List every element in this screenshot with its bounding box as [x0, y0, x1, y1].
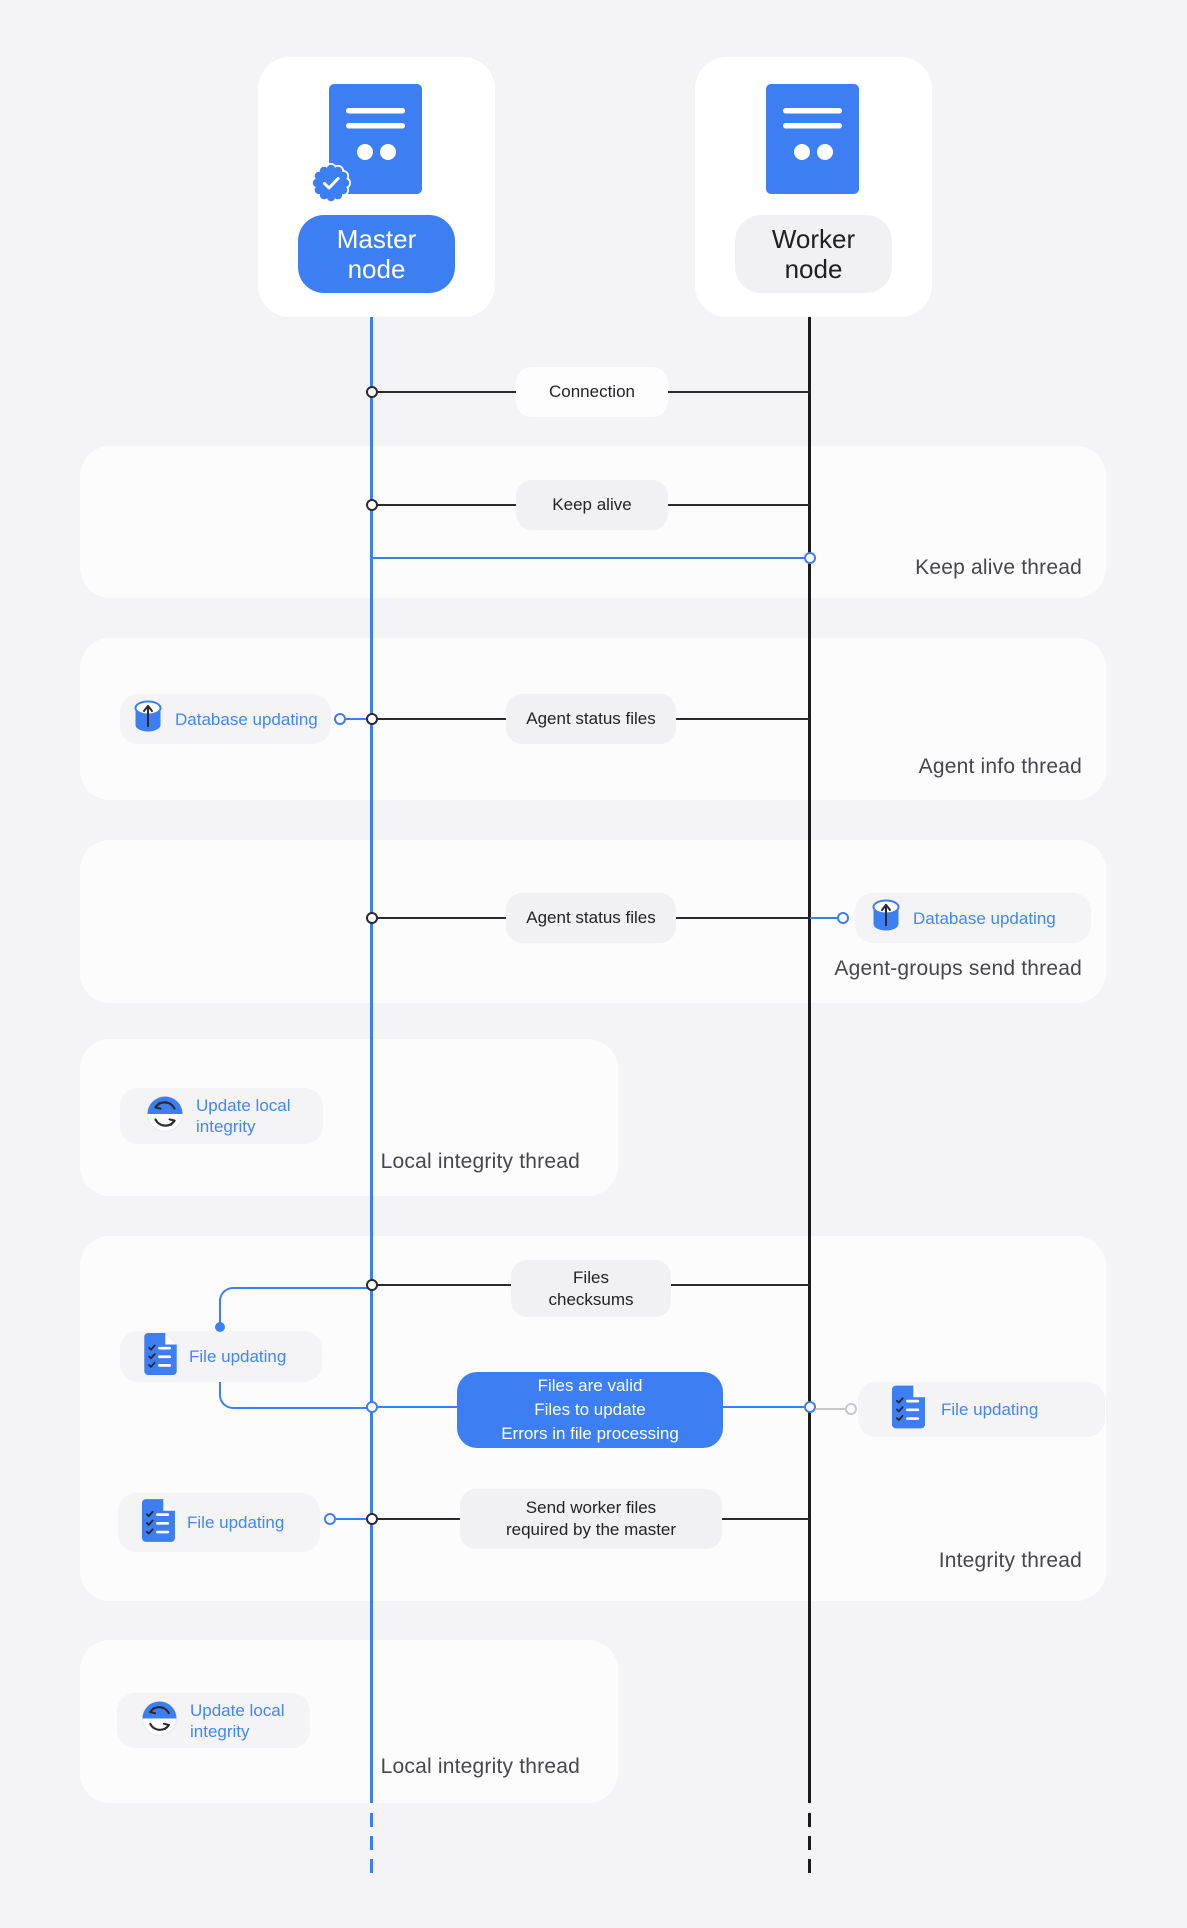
- file-updating-elbow-up: [219, 1287, 375, 1330]
- file-updating-elbow-down: [219, 1381, 375, 1409]
- verified-seal-icon: [311, 163, 351, 208]
- sync-icon: [146, 1095, 184, 1138]
- master-lifeline-dashed-end: [370, 1813, 373, 1875]
- agent-status-files-1-origin-circle: [366, 713, 378, 725]
- file-updating-chip-1: File updating: [120, 1331, 322, 1382]
- send-worker-files-pill: Send worker files required by the master: [460, 1489, 722, 1549]
- db-chip-connector-master: [346, 718, 372, 720]
- worker-node-card: Worker node: [695, 57, 932, 317]
- agent-status-files-2-origin-circle: [366, 912, 378, 924]
- worker-node-label: Worker node: [735, 215, 892, 293]
- file-check-icon: [892, 1385, 925, 1434]
- database-chip-circle-worker: [837, 912, 849, 924]
- database-updating-chip-master: Database updating: [120, 694, 331, 744]
- thread-label-agent-info: Agent info thread: [918, 755, 1082, 778]
- worker-lifeline: [808, 317, 811, 1803]
- master-node-label: Master node: [298, 215, 455, 293]
- document-icon: [766, 84, 859, 199]
- keep-alive-origin-circle: [366, 499, 378, 511]
- document-icon: [329, 84, 422, 199]
- update-local-integrity-chip-2: Update local integrity: [117, 1693, 310, 1748]
- file-updating-connector-master: [336, 1518, 372, 1520]
- files-validation-origin-circle: [366, 1401, 378, 1413]
- database-icon: [871, 899, 901, 938]
- file-check-icon: [144, 1333, 177, 1380]
- thread-label-integrity: Integrity thread: [938, 1549, 1082, 1572]
- files-checksums-pill: Files checksums: [511, 1260, 671, 1317]
- keep-alive-pill: Keep alive: [516, 480, 668, 530]
- files-validation-end-circle: [804, 1401, 816, 1413]
- agent-status-files-pill-2: Agent status files: [506, 893, 676, 943]
- file-updating-chip-circle-master: [324, 1513, 336, 1525]
- agent-status-files-pill-1: Agent status files: [506, 694, 676, 744]
- file-check-icon: [142, 1498, 175, 1547]
- file-updating-connector-worker: [816, 1408, 846, 1410]
- files-validation-tooltip: Files are valid Files to update Errors i…: [457, 1372, 723, 1448]
- thread-label-local-integrity-1: Local integrity thread: [380, 1150, 580, 1173]
- master-node-card: Master node: [258, 57, 495, 317]
- thread-label-keep-alive: Keep alive thread: [915, 556, 1082, 579]
- files-checksums-origin-circle: [366, 1279, 378, 1291]
- update-local-integrity-chip-1: Update local integrity: [120, 1088, 323, 1144]
- sync-icon: [141, 1700, 178, 1742]
- thread-label-local-integrity-2: Local integrity thread: [380, 1755, 580, 1778]
- file-updating-junction-dot: [215, 1322, 225, 1332]
- keep-alive-reply-end-circle: [804, 552, 816, 564]
- keep-alive-reply-line: [372, 557, 809, 559]
- file-updating-chip-2: File updating: [118, 1493, 320, 1552]
- connection-origin-circle: [366, 386, 378, 398]
- master-lifeline: [370, 317, 373, 1803]
- file-updating-chip-worker: File updating: [858, 1382, 1105, 1437]
- db-chip-connector-worker: [810, 917, 838, 919]
- database-icon: [133, 700, 163, 739]
- connection-pill: Connection: [516, 367, 668, 417]
- send-worker-files-origin-circle: [366, 1513, 378, 1525]
- file-updating-worker-circle: [845, 1403, 857, 1415]
- database-chip-circle-master: [334, 713, 346, 725]
- worker-lifeline-dashed-end: [808, 1813, 811, 1875]
- thread-label-agent-groups-send: Agent-groups send thread: [834, 957, 1082, 980]
- database-updating-chip-worker: Database updating: [855, 893, 1091, 943]
